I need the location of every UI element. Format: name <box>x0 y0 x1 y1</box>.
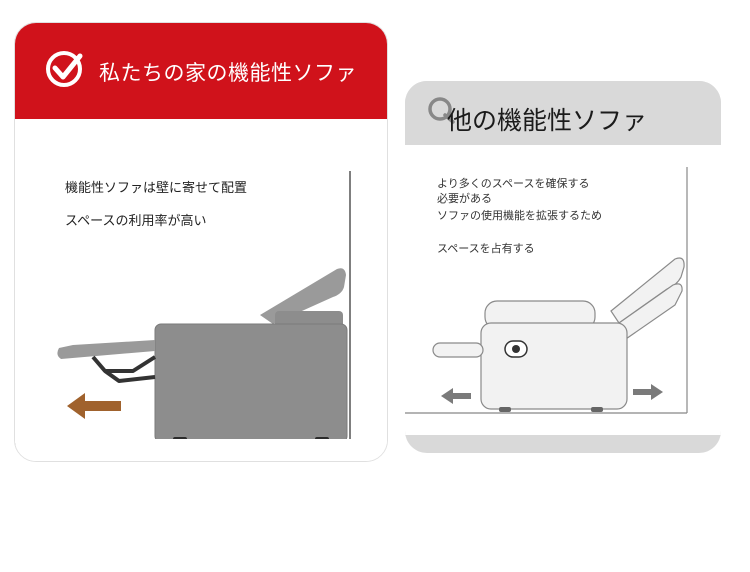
left-arrow-icon <box>67 393 121 419</box>
other-sofa-card: 他の機能性ソファ より多くのスペースを確保する 必要がある ソファの使用機能を拡… <box>405 81 721 453</box>
our-sofa-footer <box>15 439 387 461</box>
sofa-footrest <box>57 340 155 359</box>
other-sofa-text-line-2: 必要がある <box>437 192 492 205</box>
our-sofa-text-line-2: スペースの利用率が高い <box>65 214 207 229</box>
other-sofa-text-line-4: スペースを占有する <box>437 242 535 255</box>
our-sofa-illustration-area: 機能性ソファは壁に寄せて配置 スペースの利用率が高い <box>15 119 387 461</box>
sofa-leg-right <box>591 407 603 412</box>
wall-sofa-illustration <box>15 171 351 445</box>
our-sofa-title: 私たちの家の機能性ソファ <box>99 61 357 85</box>
right-arrow-icon <box>633 384 663 400</box>
sofa-footrest <box>432 342 484 358</box>
check-circle-icon <box>46 51 83 87</box>
recliner-mechanism <box>91 355 157 383</box>
magnifier-circle-icon <box>428 97 455 124</box>
other-sofa-text-line-1: より多くのスペースを確保する <box>437 177 590 190</box>
our-sofa-text-line-1: 機能性ソファは壁に寄せて配置 <box>65 181 248 196</box>
sofa-body <box>480 322 628 410</box>
other-sofa-illustration-area: より多くのスペースを確保する 必要がある ソファの使用機能を拡張するため スペー… <box>405 145 721 435</box>
other-sofa-title: 他の機能性ソファ <box>447 106 648 135</box>
our-sofa-card: 私たちの家の機能性ソファ 機能性ソファは壁に寄せて配置 スペースの利用率が高い <box>14 22 388 462</box>
our-sofa-header: 私たちの家の機能性ソファ <box>15 23 387 119</box>
other-sofa-header: 他の機能性ソファ <box>405 81 721 145</box>
other-sofa-text-line-3: ソファの使用機能を拡張するため <box>437 209 602 222</box>
recliner-sofa-illustration <box>405 167 688 414</box>
sofa-leg-left <box>499 407 511 412</box>
left-arrow-icon <box>441 388 471 404</box>
sofa-body <box>155 324 347 442</box>
sofa-backrest <box>260 268 346 324</box>
